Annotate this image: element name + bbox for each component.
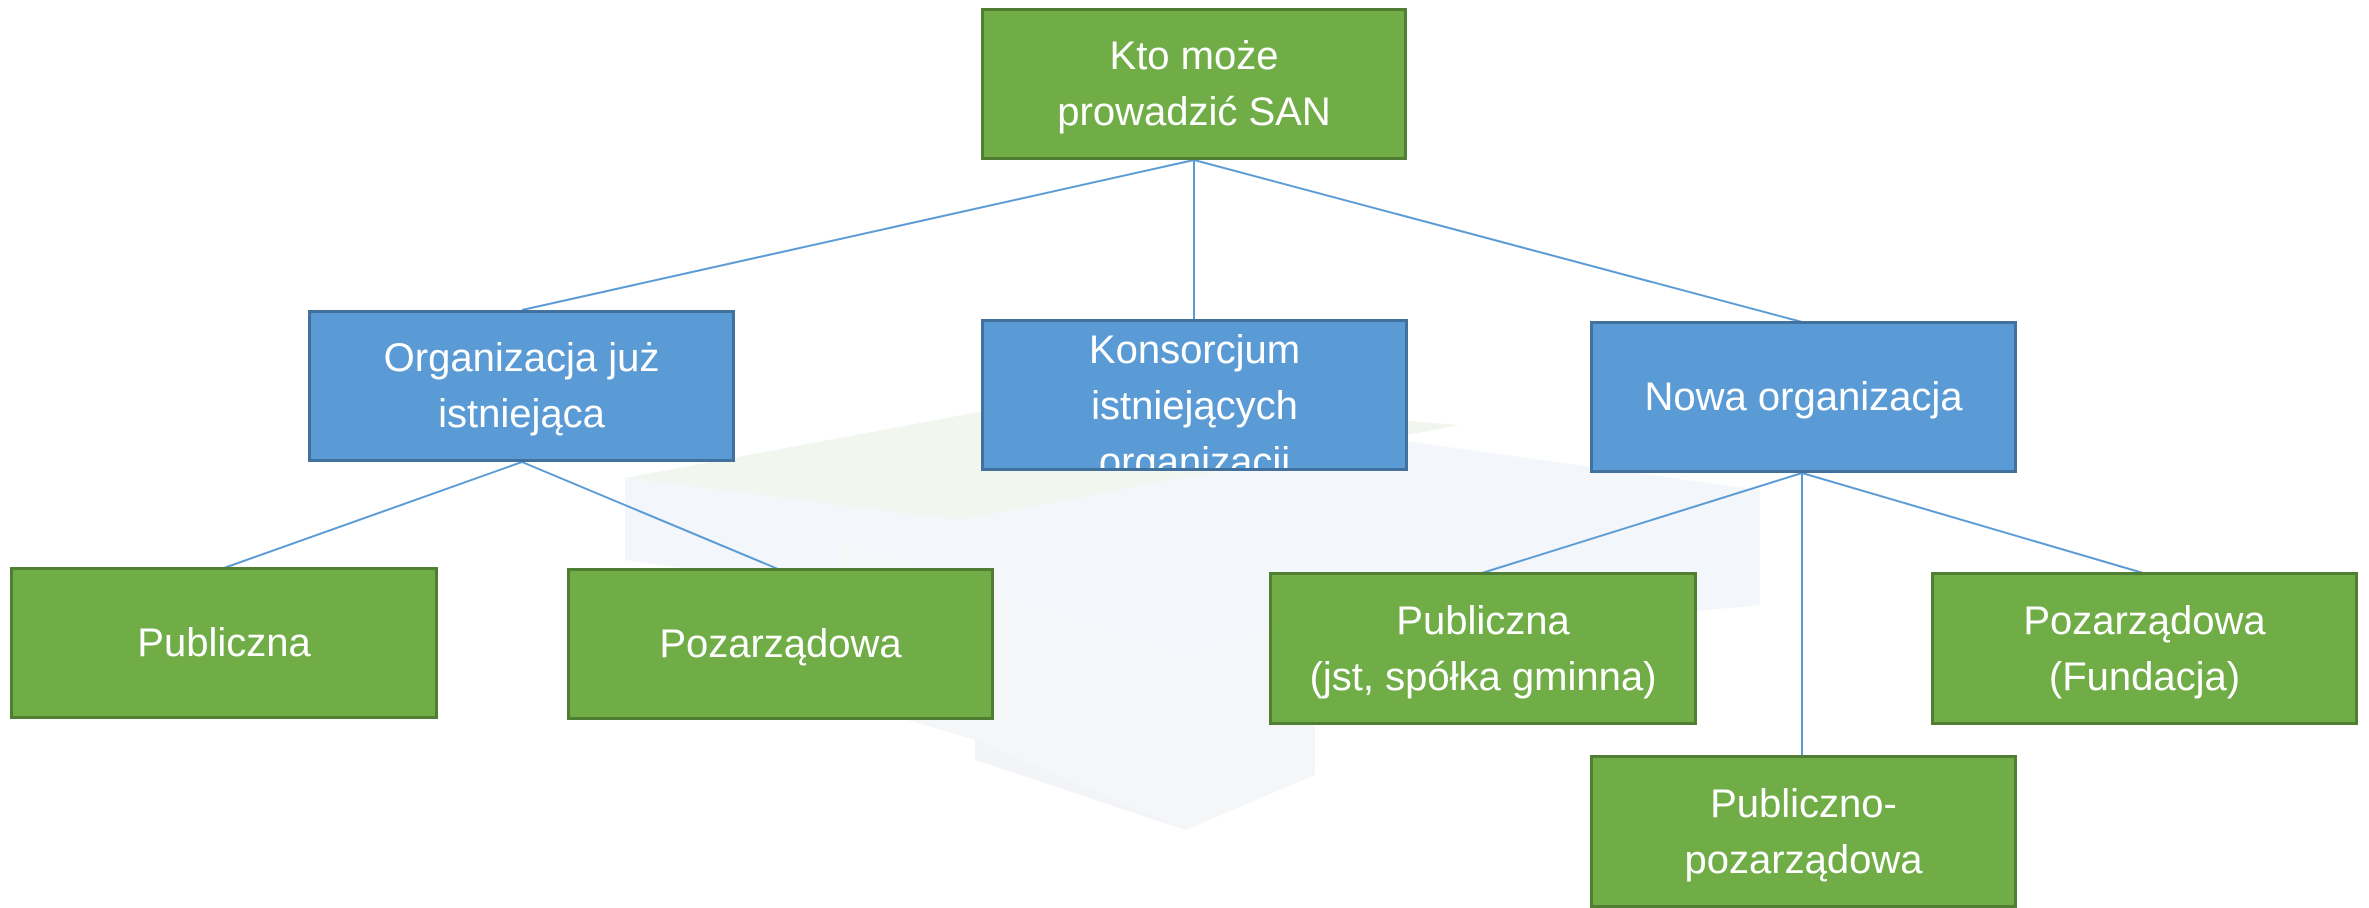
node-new-public: Publiczna (jst, spółka gminna)	[1269, 572, 1697, 725]
root-node: Kto może prowadzić SAN	[981, 8, 1407, 160]
connector-new-public	[1481, 472, 1803, 574]
node-existing-ngo: Pozarządowa	[567, 568, 994, 720]
connector-existing-ngo	[521, 461, 779, 570]
node-new-mixed: Publiczno- pozarządowa	[1590, 755, 2017, 908]
connector-root-new	[1193, 159, 1803, 323]
connector-existing-public	[223, 461, 523, 569]
node-existing-public: Publiczna	[10, 567, 438, 719]
connector-root-existing	[521, 159, 1195, 311]
node-existing-organization: Organizacja już istniejąca	[308, 310, 735, 462]
node-consortium: Konsorcjum istniejących organizacji	[981, 319, 1408, 471]
connector-new-ngo	[1801, 472, 2144, 574]
node-new-ngo: Pozarządowa (Fundacja)	[1931, 572, 2358, 725]
node-new-organization: Nowa organizacja	[1590, 321, 2017, 473]
